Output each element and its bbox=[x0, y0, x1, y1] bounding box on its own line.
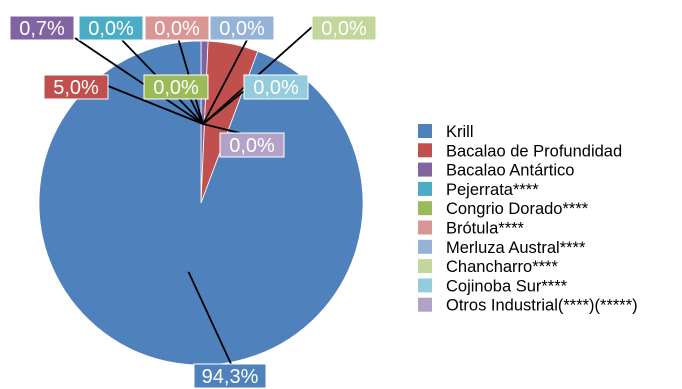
leader-line-bacalao-de-profundidad bbox=[107, 85, 204, 125]
data-label-chancharro: 0,0% bbox=[321, 18, 367, 40]
data-label-cojinoba-sur: 0,0% bbox=[253, 77, 299, 99]
data-label-box-cojinoba-sur bbox=[243, 74, 309, 100]
data-label-box-congrio-dorado bbox=[143, 74, 209, 100]
legend-entry-pejerrata: Pejerrata**** bbox=[446, 181, 539, 199]
legend-entry-chancharro: Chancharro**** bbox=[446, 258, 558, 276]
legend-entry-br-tula: Brótula**** bbox=[446, 220, 525, 238]
legend-entry-merluza-austral: Merluza Austral**** bbox=[446, 239, 586, 257]
legend-entry-otros-industrial: Otros Industrial(****)(*****) bbox=[446, 297, 638, 315]
data-label-box-chancharro bbox=[311, 15, 377, 41]
legend-swatch-merluza-austral bbox=[418, 239, 432, 254]
leader-line-krill bbox=[187, 271, 233, 367]
data-label-otros-industrial: 0,0% bbox=[229, 135, 275, 157]
legend-entry-bacalao-ant-rtico: Bacalao Antártico bbox=[446, 162, 574, 180]
data-label-krill: 94,3% bbox=[202, 366, 259, 388]
legend-entry-krill: Krill bbox=[446, 123, 474, 141]
legend-swatch-cojinoba-sur bbox=[418, 278, 432, 293]
data-label-pejerrata: 0,0% bbox=[88, 18, 134, 40]
data-label-br-tula: 0,0% bbox=[154, 18, 200, 40]
legend-entry-congrio-dorado: Congrio Dorado**** bbox=[446, 200, 589, 218]
legend-swatch-br-tula bbox=[418, 220, 432, 235]
leader-line-bacalao-ant-rtico bbox=[74, 37, 204, 125]
data-label-box-bacalao-de-profundidad bbox=[43, 74, 109, 100]
data-label-box-krill bbox=[193, 363, 267, 389]
legend-swatch-pejerrata bbox=[418, 181, 432, 196]
data-label-merluza-austral: 0,0% bbox=[219, 18, 265, 40]
data-label-box-pejerrata bbox=[78, 15, 144, 41]
leader-line-merluza-austral bbox=[202, 37, 249, 125]
legend-swatch-congrio-dorado bbox=[418, 201, 432, 216]
leader-line-otros-industrial bbox=[202, 123, 241, 134]
legend-swatch-bacalao-ant-rtico bbox=[418, 162, 432, 177]
legend-swatch-bacalao-de-profundidad bbox=[418, 143, 432, 158]
legend-entry-bacalao-de-profundidad: Bacalao de Profundidad bbox=[446, 142, 622, 160]
legend-swatch-krill bbox=[418, 124, 432, 138]
data-label-congrio-dorado: 0,0% bbox=[153, 77, 199, 99]
pie-slice-krill bbox=[38, 40, 364, 366]
data-label-box-merluza-austral bbox=[209, 15, 275, 41]
data-label-bacalao-ant-rtico: 0,7% bbox=[19, 18, 65, 40]
data-labels: 94,3% 5,0% 0,7% 0,0% 0,0% 0,0% 0,0% 0,0% 0,0% 0,0… bbox=[9, 15, 377, 389]
legend-swatch-otros-industrial bbox=[418, 297, 432, 312]
data-label-box-otros-industrial bbox=[219, 132, 285, 158]
legend-entry-cojinoba-sur: Cojinoba Sur**** bbox=[446, 277, 568, 295]
data-label-bacalao-de-profundidad: 5,0% bbox=[53, 77, 99, 99]
legend-swatch-chancharro bbox=[418, 259, 432, 274]
data-label-box-bacalao-ant-rtico bbox=[9, 15, 75, 41]
data-label-box-br-tula bbox=[144, 15, 210, 41]
